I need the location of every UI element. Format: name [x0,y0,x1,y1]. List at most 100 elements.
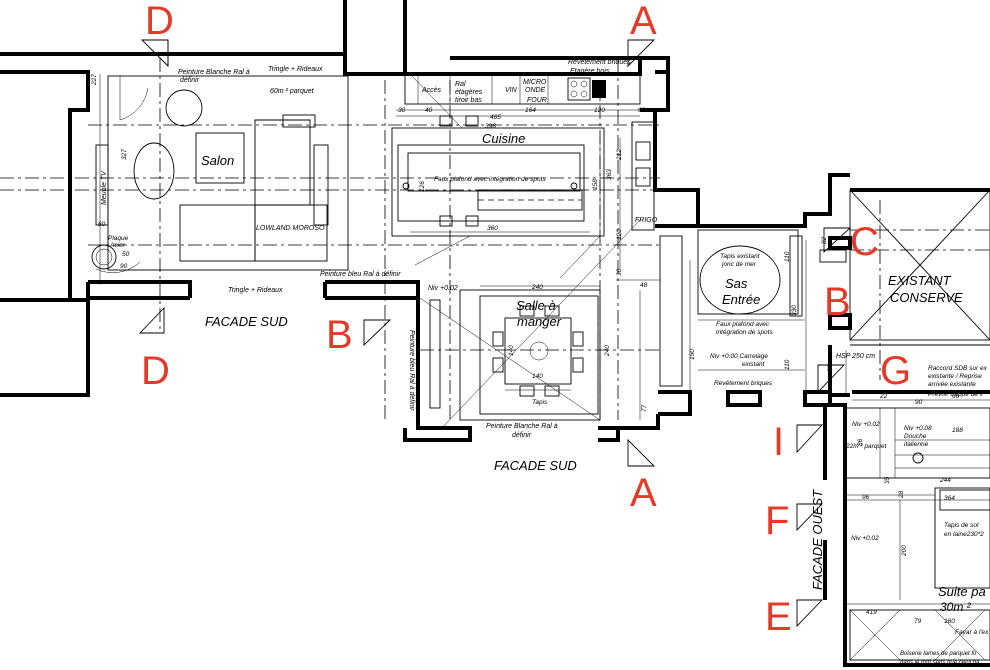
note-faux-plafond-cuisine: Faux plafond avec intégration de spots [434,176,546,183]
note-niv-008-3: italienne [904,441,929,448]
note-niv-salle: Niv +0.02 [428,285,458,292]
dim-360: 360 [487,225,498,232]
note-sdb-area: 22m ² parquet [845,443,888,450]
note-ral-1: Ral [455,81,466,88]
note-peinture-blanche-bottom-2: définir [512,432,532,439]
facade-labels: FACADE SUD FACADE SUD FACADE OUEST [205,314,825,590]
dim-212: 212 [616,149,623,161]
room-label-sas-1: Sas [725,276,748,291]
note-peinture-bleu-vert: Peinture bleu Ral à définir [408,330,415,411]
note-peinture-blanche-top-2: définir [180,77,200,84]
facade-sud-left: FACADE SUD [205,314,288,329]
note-tringle-top: Tringle + Rideaux [268,66,323,73]
note-hsp: HSP 250 cm [836,353,875,360]
note-niv-suite: Niv +0.02 [851,535,879,542]
dim-327: 327 [121,149,128,160]
room-label-salle-1: Salle à [516,298,556,313]
note-tapis: Tapis [532,399,548,406]
note-vin: VIN [505,87,518,94]
dimension-labels: 227 327 60 50 90 30 40 396 465 164 120 6… [91,74,963,625]
dim-244: 244 [939,477,951,484]
note-peinture-bleu: Peinture bleu Ral à définir [320,271,401,278]
note-faux-plafond-sas-1: Faux plafond avec [716,321,770,328]
room-label-existant-2: CONSERVE [890,290,963,305]
note-tringle-bottom: Tringle + Rideaux [228,287,283,294]
dim-30: 30 [398,107,406,114]
dim-120b: 120 [616,229,623,240]
room-label-suite-area: 30m ² [940,600,972,614]
dim-150: 150 [689,349,696,360]
dim-90: 90 [120,263,128,270]
entrance-furniture [659,229,847,390]
facade-ouest: FACADE OUEST [810,489,825,590]
dim-160: 160 [944,618,955,625]
dim-188: 188 [952,427,963,434]
section-marker-d-top: D [145,0,174,43]
section-marker-c: C [850,220,879,264]
dim-28: 28 [898,490,905,499]
dim-60c: 60 [952,393,960,400]
note-four: FOUR [527,97,547,104]
note-fayar: Fayar à l'ex [955,629,989,636]
dim-330: 330 [791,305,798,316]
note-ral-3: tiroir bas [455,97,482,104]
dim-86: 86 [857,438,864,446]
note-bottom-2: dans le mm sens que celui pa [900,660,980,666]
dim-79: 79 [914,618,922,625]
dim-30b: 30 [616,268,623,276]
dim-419: 419 [866,609,877,616]
note-revetement-top-2: Etagère bois [570,68,610,75]
dim-240b: 240 [604,345,611,357]
section-marker-b-right: B [824,280,851,324]
section-marker-i: I [773,420,784,464]
note-prevoir: Prévoir trappe de v [928,391,984,398]
suite-furniture [844,407,990,661]
note-faux-plafond-sas-2: intégration de spots [716,329,773,336]
note-tapis-existant-2: jonc de mer [721,261,757,268]
dim-77: 77 [641,404,648,412]
dim-40: 40 [425,107,433,114]
dim-35: 35 [884,476,891,484]
note-niv-008-2: Douche [904,433,927,440]
dim-82: 82 [821,236,828,244]
dim-110a: 110 [784,251,791,262]
dim-60b: 60 [638,107,646,114]
section-marker-g: G [880,349,911,393]
note-lowland: LOWLAND MOROSO [256,225,325,232]
salon-furniture [91,75,349,273]
kitchen-furniture [391,73,655,279]
dim-200: 200 [901,545,908,557]
note-micro-2: ONDE [525,87,546,94]
dim-22: 22 [879,393,888,400]
note-frigo: FRIGO [635,217,658,224]
dim-110b: 110 [784,359,791,370]
existing-block [849,189,990,346]
section-symbols [138,39,852,628]
dim-164: 164 [525,107,536,114]
note-tapis-sol-2: en laine230*2 [944,531,984,538]
section-marker-a-top: A [630,0,657,43]
note-niv-000-2: existant [742,361,766,368]
note-meuble-tv: Meuble TV [101,170,108,205]
note-niv-000-1: Niv +0.00 Carrelage [710,353,768,360]
dim-126: 126 [419,181,426,192]
note-niv-sdb: Niv +0.02 [852,421,880,428]
dim-465: 465 [490,114,501,121]
section-marker-a-bottom: A [630,471,657,515]
dim-50: 50 [122,251,130,258]
section-marker-b-left: B [326,313,353,357]
note-peinture-blanche-bottom-1: Peinture Blanche Ral à [486,423,558,430]
room-label-cuisine: Cuisine [482,131,525,146]
room-label-salle-2: manger [517,314,562,329]
note-acces: Accès [421,87,442,94]
dim-60a: 60 [98,221,106,228]
dim-90b: 90 [915,399,923,406]
note-revetement-top-1: Revêtement briques [568,59,631,66]
dim-96: 96 [862,494,870,501]
note-raccord-1: Raccord SDB sur ex [928,365,988,372]
dim-158: 158 [592,179,599,190]
dim-88: 88 [827,364,834,372]
dim-140b: 140 [532,373,543,380]
dining-furniture [419,219,641,431]
